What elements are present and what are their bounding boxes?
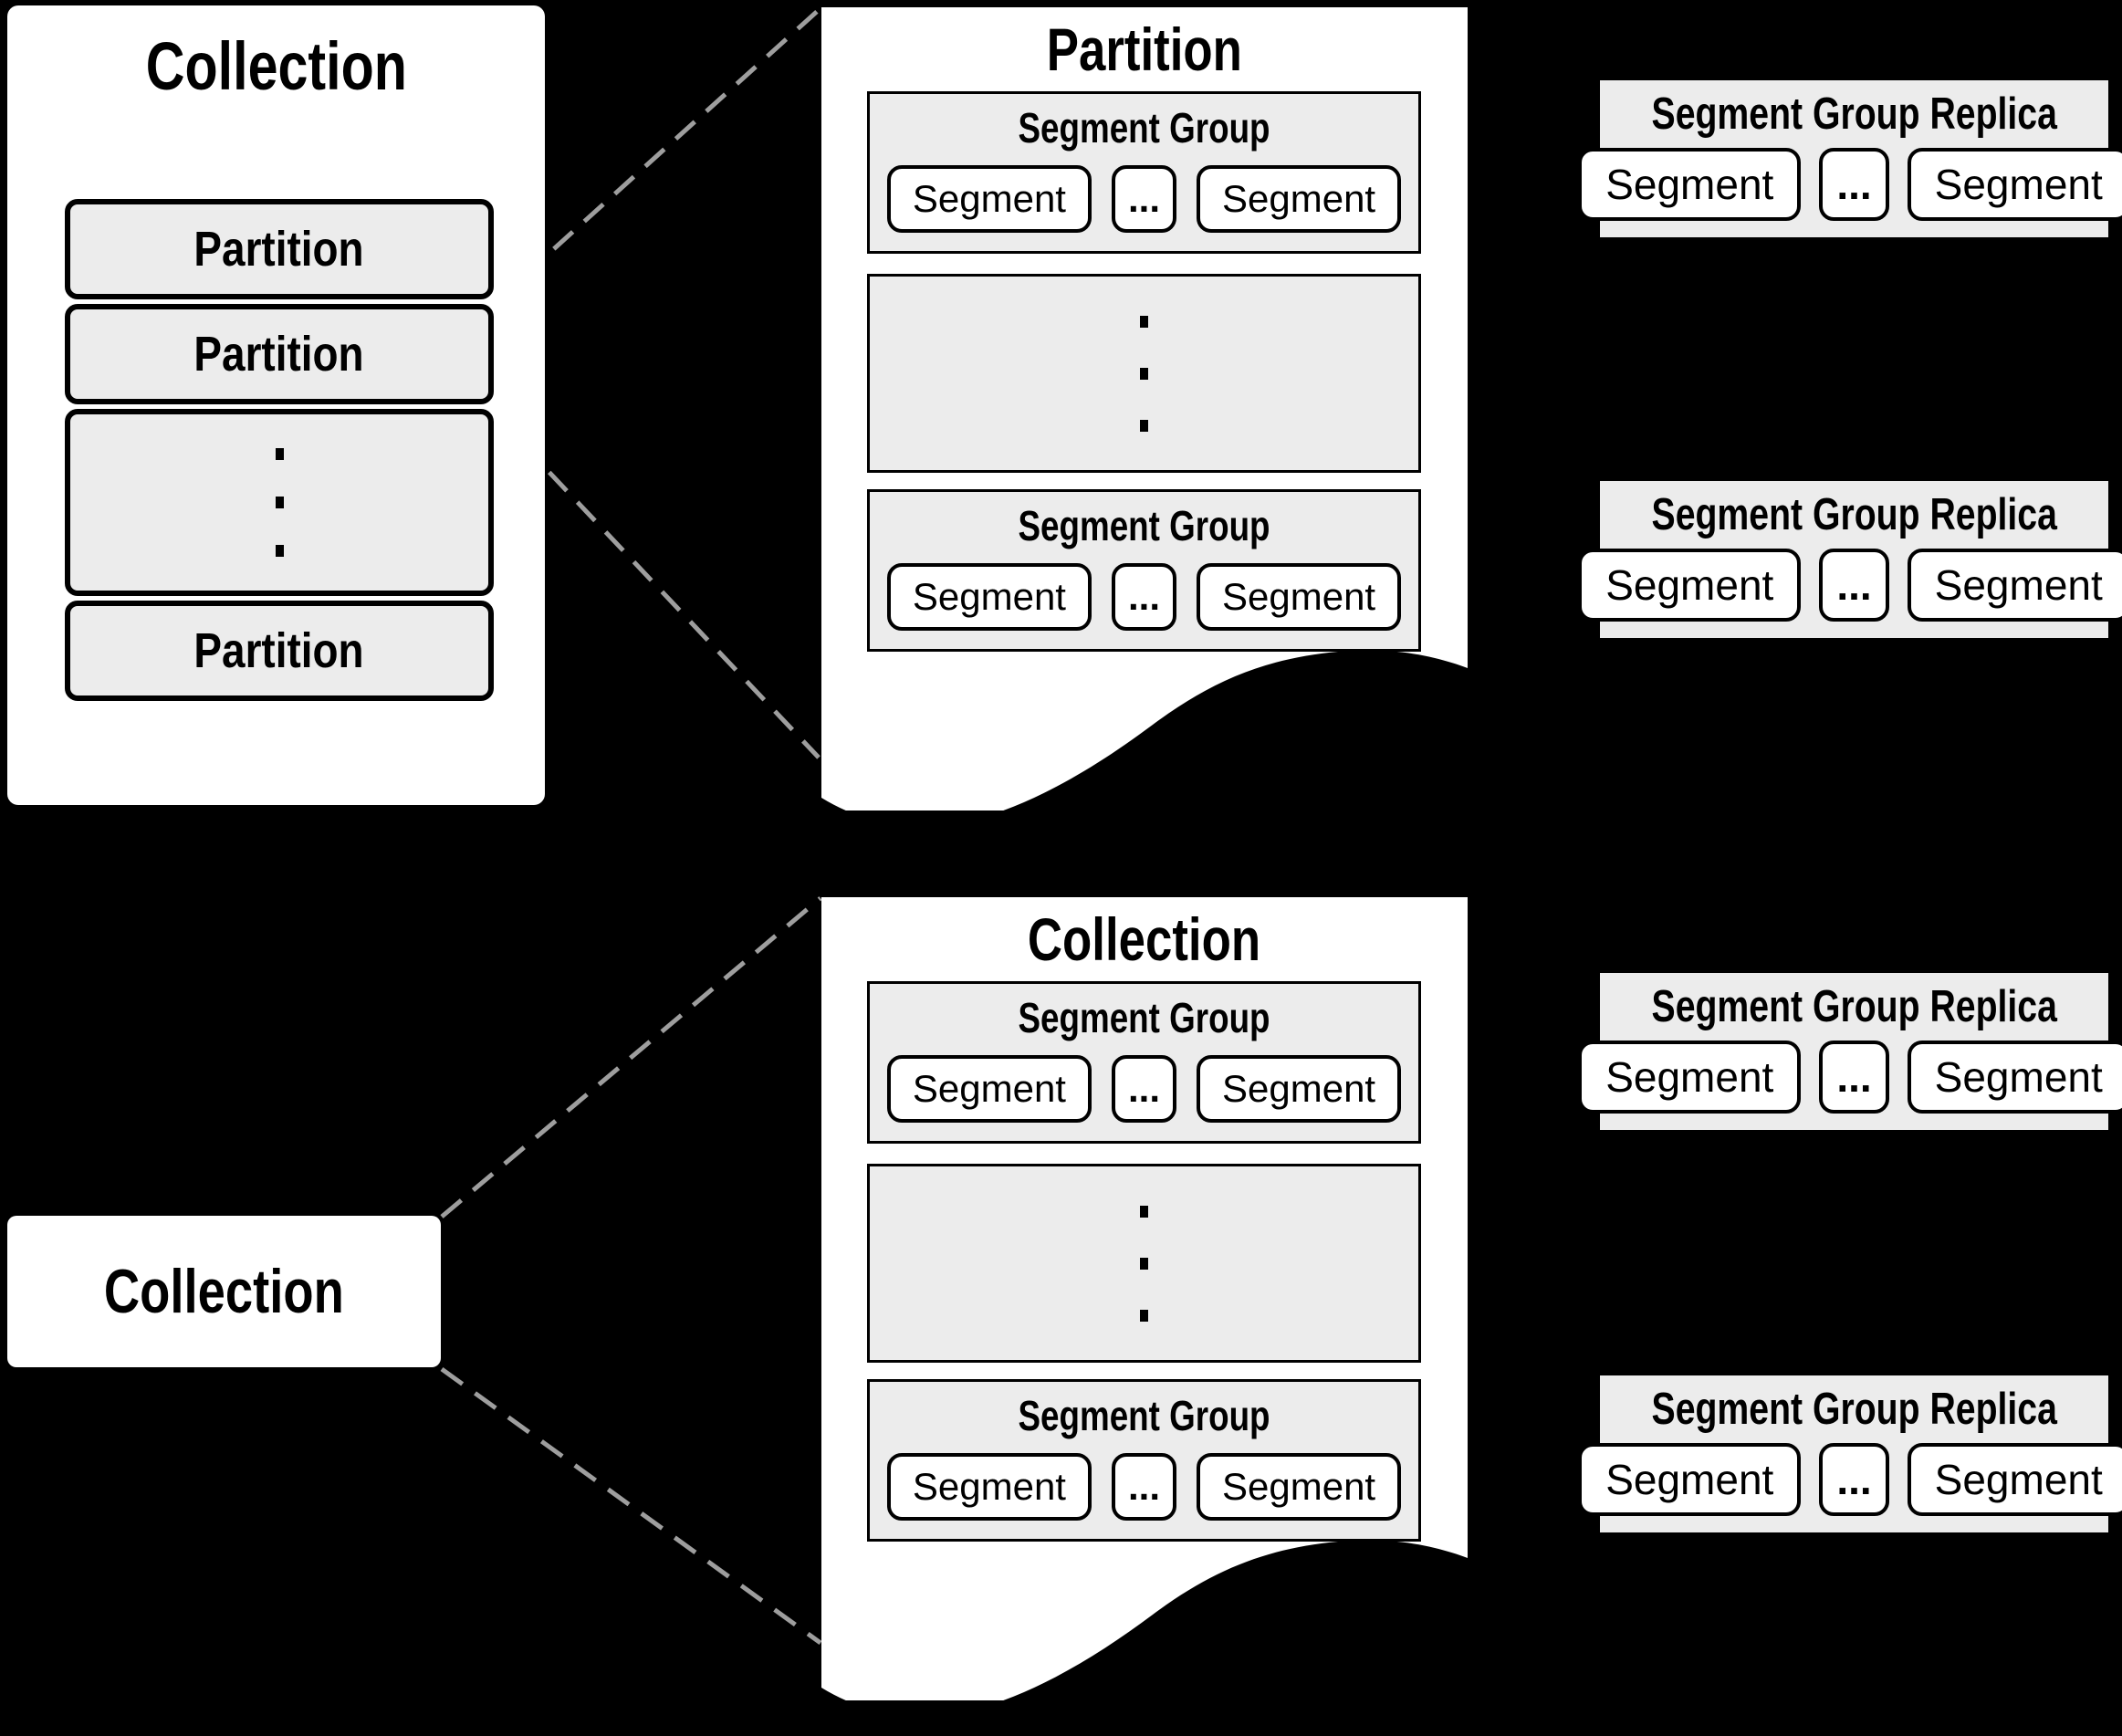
- zoom-dashed-line: [440, 1366, 822, 1646]
- partition-detail-title: Partition: [821, 15, 1468, 84]
- segment-group-title: Segment Group: [870, 501, 1418, 550]
- replica-title: Segment Group Replica: [1600, 489, 2108, 540]
- vertical-ellipsis-icon: [65, 409, 494, 596]
- segment-box: Segment: [1197, 563, 1402, 631]
- collection-detail-title: Collection: [821, 905, 1468, 974]
- partition-box: Partition: [65, 304, 494, 404]
- segment-group-replica-card: Segment Group Replica Segment ... Segmen…: [1578, 481, 2122, 638]
- segment-group-title: Segment Group: [870, 1391, 1418, 1440]
- segment-box: Segment: [1578, 148, 1802, 221]
- collection-overview-panel: Collection Partition Partition Partition: [7, 5, 545, 805]
- segment-row: Segment ... Segment: [1578, 1443, 2122, 1516]
- ellipsis-box: ...: [1819, 148, 1889, 221]
- partition-box: Partition: [65, 199, 494, 299]
- segment-row: Segment ... Segment: [870, 1055, 1418, 1123]
- zoom-dashed-line: [440, 896, 822, 1218]
- segment-group-title-text: Segment Group: [1018, 994, 1270, 1041]
- segment-group-title-text: Segment Group: [1018, 104, 1270, 152]
- segment-row: Segment ... Segment: [870, 563, 1418, 631]
- segment-box: Segment: [1197, 165, 1402, 233]
- partition-label: Partition: [193, 222, 365, 277]
- vertical-ellipsis-icon: [867, 1164, 1421, 1363]
- segment-row: Segment ... Segment: [1578, 1041, 2122, 1114]
- segment-box: Segment: [1578, 549, 1802, 622]
- partition-box: Partition: [65, 601, 494, 701]
- segment-box: Segment: [1907, 1041, 2122, 1114]
- segment-box: Segment: [1578, 1041, 1802, 1114]
- ellipsis-box: ...: [1111, 1055, 1176, 1123]
- replica-title-text: Segment Group Replica: [1651, 982, 2057, 1031]
- segment-box: Segment: [1907, 148, 2122, 221]
- segment-box: Segment: [886, 165, 1092, 233]
- ellipsis-box: ...: [1111, 1453, 1176, 1521]
- segment-box: Segment: [1907, 549, 2122, 622]
- collection-label-text: Collection: [104, 1257, 344, 1326]
- ellipsis-box: ...: [1819, 1041, 1889, 1114]
- segment-group-title: Segment Group: [870, 993, 1418, 1042]
- segment-box: Segment: [1907, 1443, 2122, 1516]
- dot: [1140, 419, 1148, 432]
- segment-group-replica-card: Segment Group Replica Segment ... Segmen…: [1578, 973, 2122, 1130]
- segment-group-title-text: Segment Group: [1018, 1392, 1270, 1439]
- dot: [1140, 367, 1148, 380]
- replica-title-text: Segment Group Replica: [1651, 1385, 2057, 1434]
- dot: [275, 448, 284, 460]
- segment-group-box: Segment Group Segment ... Segment: [867, 91, 1421, 254]
- segment-box: Segment: [1197, 1453, 1402, 1521]
- dot: [1140, 1309, 1148, 1322]
- segment-group-replica-card: Segment Group Replica Segment ... Segmen…: [1578, 80, 2122, 237]
- segment-group-title: Segment Group: [870, 103, 1418, 152]
- partition-detail-panel: Partition Segment Group Segment ... Segm…: [821, 7, 1468, 810]
- replica-title: Segment Group Replica: [1600, 89, 2108, 140]
- partition-stack: Partition Partition Partition: [65, 199, 494, 706]
- ellipsis-box: ...: [1111, 563, 1176, 631]
- collection-label-box: Collection: [7, 1216, 441, 1367]
- collection-overview-title-text: Collection: [145, 28, 407, 104]
- ellipsis-box: ...: [1819, 549, 1889, 622]
- collection-detail-panel: Collection Segment Group Segment ... Seg…: [821, 897, 1468, 1700]
- segment-row: Segment ... Segment: [1578, 549, 2122, 622]
- dot: [1140, 1205, 1148, 1218]
- ellipsis-box: ...: [1819, 1443, 1889, 1516]
- segment-group-title-text: Segment Group: [1018, 502, 1270, 549]
- segment-box: Segment: [886, 563, 1092, 631]
- partition-label: Partition: [193, 623, 365, 678]
- replica-title-text: Segment Group Replica: [1651, 490, 2057, 539]
- segment-row: Segment ... Segment: [870, 1453, 1418, 1521]
- segment-group-box: Segment Group Segment ... Segment: [867, 489, 1421, 652]
- zoom-dashed-line: [491, 7, 821, 306]
- replica-title: Segment Group Replica: [1600, 981, 2108, 1032]
- dot: [275, 497, 284, 508]
- segment-box: Segment: [886, 1055, 1092, 1123]
- dot: [1140, 1257, 1148, 1270]
- replica-title: Segment Group Replica: [1600, 1384, 2108, 1435]
- partition-label: Partition: [193, 327, 365, 382]
- dot: [1140, 315, 1148, 328]
- partition-detail-title-text: Partition: [1046, 16, 1243, 83]
- segment-box: Segment: [1578, 1443, 1802, 1516]
- segment-row: Segment ... Segment: [1578, 148, 2122, 221]
- collection-overview-title: Collection: [7, 27, 545, 105]
- collection-detail-title-text: Collection: [1028, 905, 1261, 973]
- segment-group-box: Segment Group Segment ... Segment: [867, 981, 1421, 1144]
- segment-group-box: Segment Group Segment ... Segment: [867, 1379, 1421, 1542]
- vertical-ellipsis-icon: [867, 274, 1421, 473]
- segment-box: Segment: [886, 1453, 1092, 1521]
- segment-box: Segment: [1197, 1055, 1402, 1123]
- segment-row: Segment ... Segment: [870, 165, 1418, 233]
- segment-group-replica-card: Segment Group Replica Segment ... Segmen…: [1578, 1375, 2122, 1532]
- dot: [275, 545, 284, 557]
- ellipsis-box: ...: [1111, 165, 1176, 233]
- replica-title-text: Segment Group Replica: [1651, 89, 2057, 139]
